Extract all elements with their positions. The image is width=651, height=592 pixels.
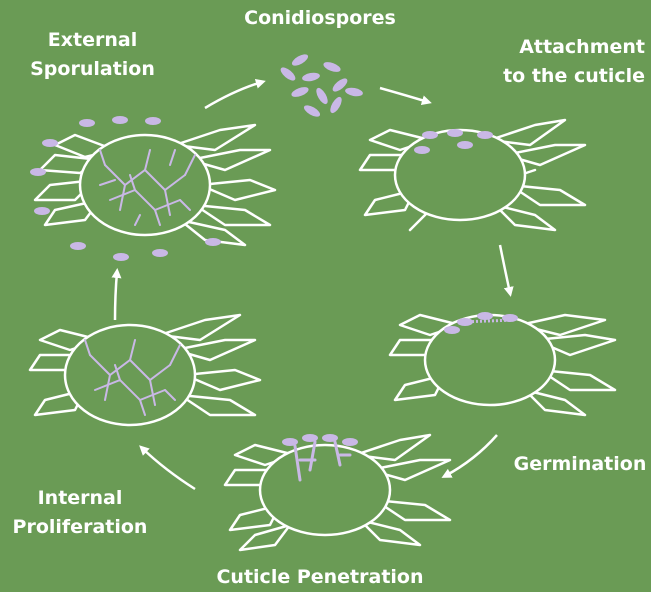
conidiospores-cluster (279, 52, 364, 119)
label-external-sporulation-line2: Sporulation (30, 55, 155, 84)
arrow-conidiospores-to-attachment (380, 88, 428, 102)
label-cuticle-penetration: Cuticle Penetration (205, 563, 435, 592)
mite-attachment (360, 120, 585, 230)
label-conidiospores: Conidiospores (240, 4, 400, 33)
mite-germination (390, 312, 615, 415)
arrow-attachment-to-germination (500, 245, 510, 293)
mite-cuticle-penetration (225, 434, 450, 550)
arrow-sporulation-to-conidiospores (205, 82, 262, 108)
label-attachment-line2: to the cuticle (485, 62, 645, 91)
label-germination: Germination (510, 450, 650, 479)
label-external-sporulation-line1: External (30, 26, 155, 55)
arrow-germination-to-penetration (445, 435, 497, 476)
label-internal-proliferation-line2: Proliferation (5, 513, 155, 542)
label-internal-proliferation: Internal Proliferation (5, 484, 155, 542)
arrow-penetration-to-proliferation (142, 448, 195, 489)
arrow-proliferation-to-sporulation (115, 272, 117, 320)
mite-external-sporulation (35, 125, 275, 245)
label-attachment-line1: Attachment (485, 33, 645, 62)
mite-internal-proliferation (30, 315, 260, 425)
label-external-sporulation: External Sporulation (30, 26, 155, 84)
label-attachment: Attachment to the cuticle (485, 33, 645, 91)
label-internal-proliferation-line1: Internal (5, 484, 155, 513)
